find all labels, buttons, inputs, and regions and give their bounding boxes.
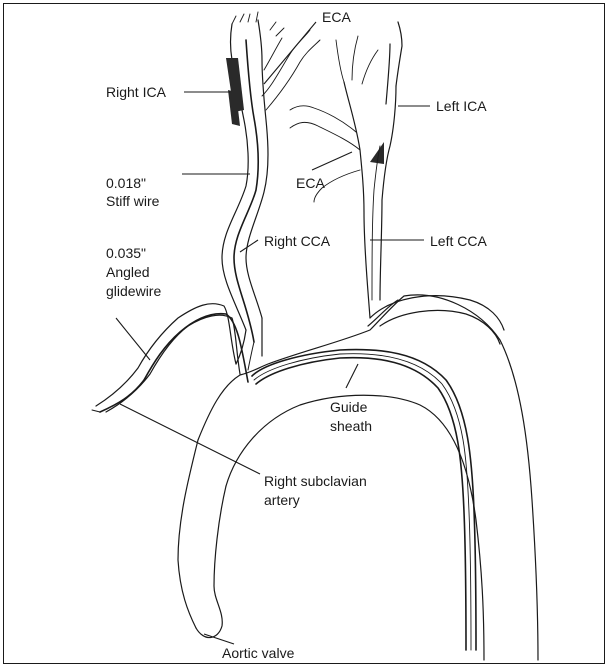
left-ica-dark-region: [370, 142, 384, 164]
label-left-cca: Left CCA: [430, 233, 487, 249]
label-angled-3: glidewire: [106, 283, 161, 299]
label-angled-2: Angled: [106, 264, 150, 280]
left-eca-branch-top: [336, 36, 378, 84]
label-stiff-wire-2: Stiff wire: [106, 193, 160, 209]
left-subclavian-stump-inner: [380, 310, 500, 344]
label-right-ica: Right ICA: [106, 84, 167, 100]
sheath-to-cca: [248, 342, 254, 370]
right-eca-branch-b: [266, 40, 320, 110]
label-eca-top: ECA: [322, 9, 351, 25]
label-left-ica: Left ICA: [436, 98, 487, 114]
label-aortic-valve: Aortic valve: [222, 645, 295, 661]
aorta-outer-wall: [178, 440, 198, 628]
ascending-inner-wall: [226, 395, 484, 660]
leader-eca-top: [264, 22, 316, 84]
right-eca-branch-a: [262, 30, 310, 96]
right-ica-top-tuft-b: [270, 22, 284, 36]
leader-guide-sheath: [346, 364, 358, 388]
aortic-root: [196, 486, 226, 638]
left-cca-inner-line: [372, 146, 380, 300]
label-stiff-wire-1: 0.018": [106, 175, 146, 191]
angled-glidewire: [100, 314, 248, 412]
left-ica-inner: [386, 44, 390, 104]
left-subclavian-stump: [370, 296, 504, 330]
label-angled-1: 0.035": [106, 245, 146, 261]
label-subclavian-2: artery: [264, 492, 300, 508]
leader-subclavian: [120, 404, 260, 474]
label-guide-1: Guide: [330, 399, 368, 415]
left-carotid: [290, 22, 402, 318]
leader-angled-glidewire: [116, 318, 150, 360]
figure-frame: [4, 4, 605, 664]
leader-aortic-valve: [204, 634, 234, 644]
left-cca-right-wall: [380, 86, 396, 300]
left-ica-outer: [396, 22, 402, 86]
arch-branch-notch: [368, 300, 398, 326]
label-right-cca: Right CCA: [264, 233, 331, 249]
right-cca-right-wall: [246, 20, 268, 318]
leader-right-cca: [240, 240, 258, 252]
right-ica-top-tuft-a: [232, 12, 258, 24]
label-guide-2: sheath: [330, 418, 372, 434]
glidewire-tip: [92, 410, 100, 412]
label-subclavian-1: Right subclavian: [264, 473, 367, 489]
left-cca-left-wall: [344, 82, 370, 318]
leader-eca-mid: [312, 152, 352, 170]
label-eca-mid: ECA: [296, 175, 325, 191]
